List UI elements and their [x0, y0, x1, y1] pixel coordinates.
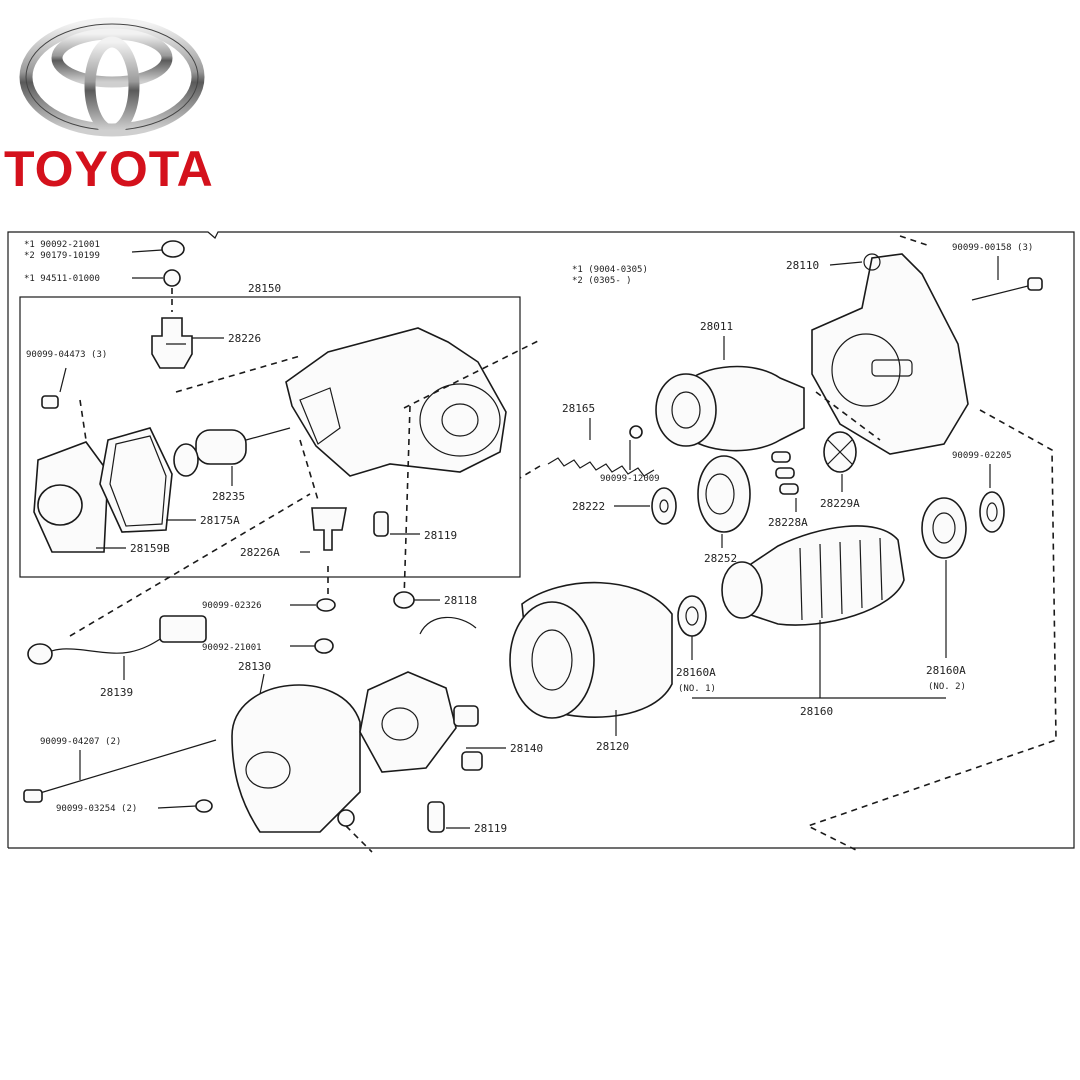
label-28011: 28011: [700, 320, 733, 333]
diagram-frame: [7, 231, 1075, 849]
label-90099-04473: 90099-04473 (3): [26, 350, 107, 360]
screw-90099-04473: 90099-04473 (3): [26, 350, 107, 441]
label-90092-21001: 90092-21001: [202, 643, 262, 653]
label-28119-upper: 28119: [424, 529, 457, 542]
bearing-part-28160a-no1: 28160A (NO. 1): [676, 595, 716, 694]
label-90099-12009: 90099-12009: [600, 474, 660, 484]
oring-part-28118: 28118: [393, 591, 477, 609]
clutch-part-28011: 28011: [655, 320, 805, 452]
bearing-part-28160a-no2: 28160A (NO. 2): [921, 497, 967, 692]
note-90092-21001: *1 90092-21001: [24, 240, 100, 250]
label-28226: 28226: [228, 332, 261, 345]
washer-90099-02205: 90099-02205: [952, 451, 1012, 533]
label-90099-02205: 90099-02205: [952, 451, 1012, 461]
label-28235: 28235: [212, 490, 245, 503]
note-94511-01000: *1 94511-01000: [24, 274, 100, 284]
yoke-part-28120: 28120: [419, 581, 673, 753]
housing-part-28110: 28110: [786, 235, 969, 455]
label-28139: 28139: [100, 686, 133, 699]
roller-part-28228a: 28228A: [768, 451, 808, 529]
label-28160a-no1: 28160A: [676, 666, 716, 679]
label-28118: 28118: [444, 594, 477, 607]
terminal-part-28226: 28226: [151, 317, 261, 369]
label-28222: 28222: [572, 500, 605, 513]
bolt-part-28119-upper: 28119: [373, 511, 457, 542]
label-28140: 28140: [510, 742, 543, 755]
label-28165: 28165: [562, 402, 595, 415]
note-group-top-left: *1 90092-21001 *2 90179-10199 *1 94511-0…: [24, 240, 185, 312]
washer-part: [163, 269, 181, 287]
label-28160a-no2: 28160A: [926, 664, 966, 677]
plunger-part-28235: 28235: [173, 427, 291, 503]
label-28229a: 28229A: [820, 497, 860, 510]
switch-housing-part: [175, 327, 507, 601]
retainer-part-28229a: 28229A: [820, 431, 860, 510]
armature-part-28160: 28160: [692, 525, 946, 718]
label-28228a: 28228A: [768, 516, 808, 529]
end-cover-part-28159b: 28159B: [33, 441, 170, 555]
nut-90092-21001: 90092-21001: [202, 638, 334, 654]
label-28120: 28120: [596, 740, 629, 753]
gear-part-28252: 28252: [697, 455, 751, 565]
label-28119-lower: 28119: [474, 822, 507, 835]
label-28160a-no1-sub: (NO. 1): [678, 684, 716, 694]
label-28160a-no2-sub: (NO. 2): [928, 682, 966, 692]
label-28252: 28252: [704, 552, 737, 565]
label-28226a: 28226A: [240, 546, 280, 559]
label-28150: 28150: [248, 282, 281, 295]
terminal-part-28226a: 28226A: [240, 439, 347, 596]
brush-holder-part-28140: 28140: [359, 671, 543, 773]
screw-90099-03254: 90099-03254 (2): [56, 799, 213, 814]
label-28160: 28160: [800, 705, 833, 718]
label-28159b: 28159B: [130, 542, 170, 555]
note-group-top-mid: *1 (9004-0305) *2 (0305- ): [572, 265, 648, 286]
note-90179-10199: *2 90179-10199: [24, 251, 100, 261]
washer-part-28222: 28222: [572, 487, 677, 525]
gasket-part-28175a: 28175A: [99, 427, 240, 533]
brand-wordmark: TOYOTA: [4, 141, 214, 197]
toyota-emblem-icon: [19, 17, 205, 137]
label-90099-03254: 90099-03254 (2): [56, 804, 137, 814]
label-28130: 28130: [238, 660, 271, 673]
label-90099-00158: 90099-00158 (3): [952, 243, 1033, 253]
label-90099-04207: 90099-04207 (2): [40, 737, 121, 747]
end-frame-part-28130: 28130: [231, 660, 373, 853]
label-28110: 28110: [786, 259, 819, 272]
label-90099-02326: 90099-02326: [202, 601, 262, 611]
guide-dashed-right: [403, 339, 1057, 853]
label-28175a: 28175A: [200, 514, 240, 527]
through-bolt-90099-04207: 90099-04207 (2): [23, 737, 217, 803]
lead-wire-part-28139: 28139: [27, 493, 311, 699]
ball-90099-12009: 90099-12009: [600, 440, 660, 484]
spring-part-28165: 28165: [519, 402, 655, 479]
note-0305: *2 (0305- ): [572, 276, 632, 286]
bolt-part-28119-lower: 28119: [427, 801, 507, 835]
washer-90099-02326: 90099-02326: [202, 598, 336, 612]
note-9004-0305: *1 (9004-0305): [572, 265, 648, 275]
nut-part: [161, 240, 185, 258]
bolt-90099-00158: 90099-00158 (3): [952, 243, 1043, 301]
